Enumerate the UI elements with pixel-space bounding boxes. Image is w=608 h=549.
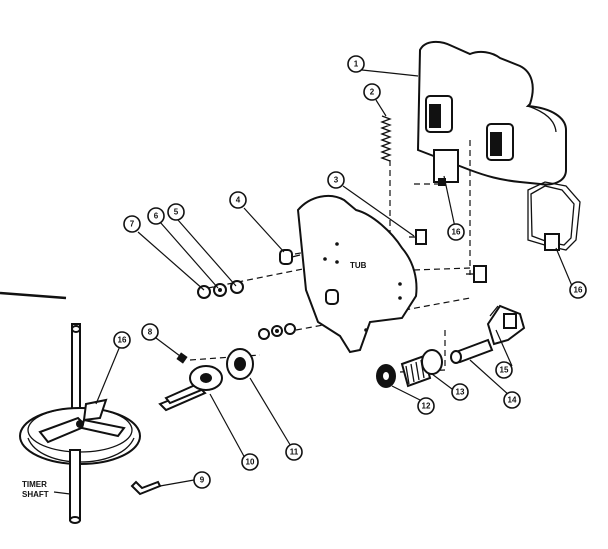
callout-13: 13 [451, 383, 469, 401]
svg-text:9: 9 [200, 476, 205, 485]
svg-text:4: 4 [236, 196, 241, 205]
svg-text:15: 15 [500, 366, 509, 375]
callout-8: 8 [141, 323, 159, 341]
callout-14: 14 [503, 391, 521, 409]
callout-7: 7 [123, 215, 141, 233]
callout-9: 9 [193, 471, 211, 489]
tub-label: TUB [350, 261, 367, 270]
small-lever [130, 480, 162, 496]
svg-text:7: 7 [130, 220, 135, 229]
callout-3: 3 [327, 171, 345, 189]
svg-text:12: 12 [422, 402, 431, 411]
screw-mid [325, 289, 339, 305]
svg-text:2: 2 [370, 88, 375, 97]
washer-12 [376, 364, 396, 388]
timer-shaft-label-2: SHAFT [22, 490, 49, 499]
switch-housing [416, 40, 567, 186]
callout-16-agitator: 16 [113, 331, 131, 349]
callout-10: 10 [241, 453, 259, 471]
svg-text:11: 11 [290, 448, 299, 457]
callout-16-bracket: 16 [569, 281, 587, 299]
callout-2: 2 [363, 83, 381, 101]
svg-text:13: 13 [456, 388, 465, 397]
timer-shaft-label-1: TIMER [22, 480, 47, 489]
screw-3 [409, 229, 427, 245]
callout-6: 6 [147, 207, 165, 225]
callout-5: 5 [167, 203, 185, 221]
callout-12: 12 [417, 397, 435, 415]
mounting-plate: TUB [296, 194, 418, 354]
knob-nut [226, 348, 254, 380]
svg-text:5: 5 [174, 208, 179, 217]
svg-text:14: 14 [508, 396, 517, 405]
bracket-loop [527, 181, 581, 251]
threaded-bushing [400, 349, 443, 388]
callout-4: 4 [229, 191, 247, 209]
callout-11: 11 [285, 443, 303, 461]
leader-lines [95, 69, 573, 487]
svg-text:6: 6 [154, 212, 159, 221]
svg-text:16: 16 [574, 286, 583, 295]
callout-16-housing: 16 [447, 223, 465, 241]
svg-text:10: 10 [246, 458, 255, 467]
svg-text:16: 16 [118, 336, 127, 345]
screw-4 [279, 249, 301, 265]
margin-line [0, 291, 67, 300]
spring [380, 115, 392, 162]
svg-text:8: 8 [148, 328, 153, 337]
svg-text:1: 1 [354, 60, 359, 69]
shaft-lever [450, 304, 526, 364]
svg-text:3: 3 [334, 176, 339, 185]
nut-washer-set [197, 280, 244, 299]
svg-text:16: 16 [452, 228, 461, 237]
screw-lower [466, 265, 487, 283]
cam-lever [158, 365, 223, 412]
agitator: TIMER SHAFT [19, 323, 141, 524]
callout-1: 1 [347, 55, 365, 73]
nut-set-mid [258, 323, 296, 340]
callout-15: 15 [495, 361, 513, 379]
